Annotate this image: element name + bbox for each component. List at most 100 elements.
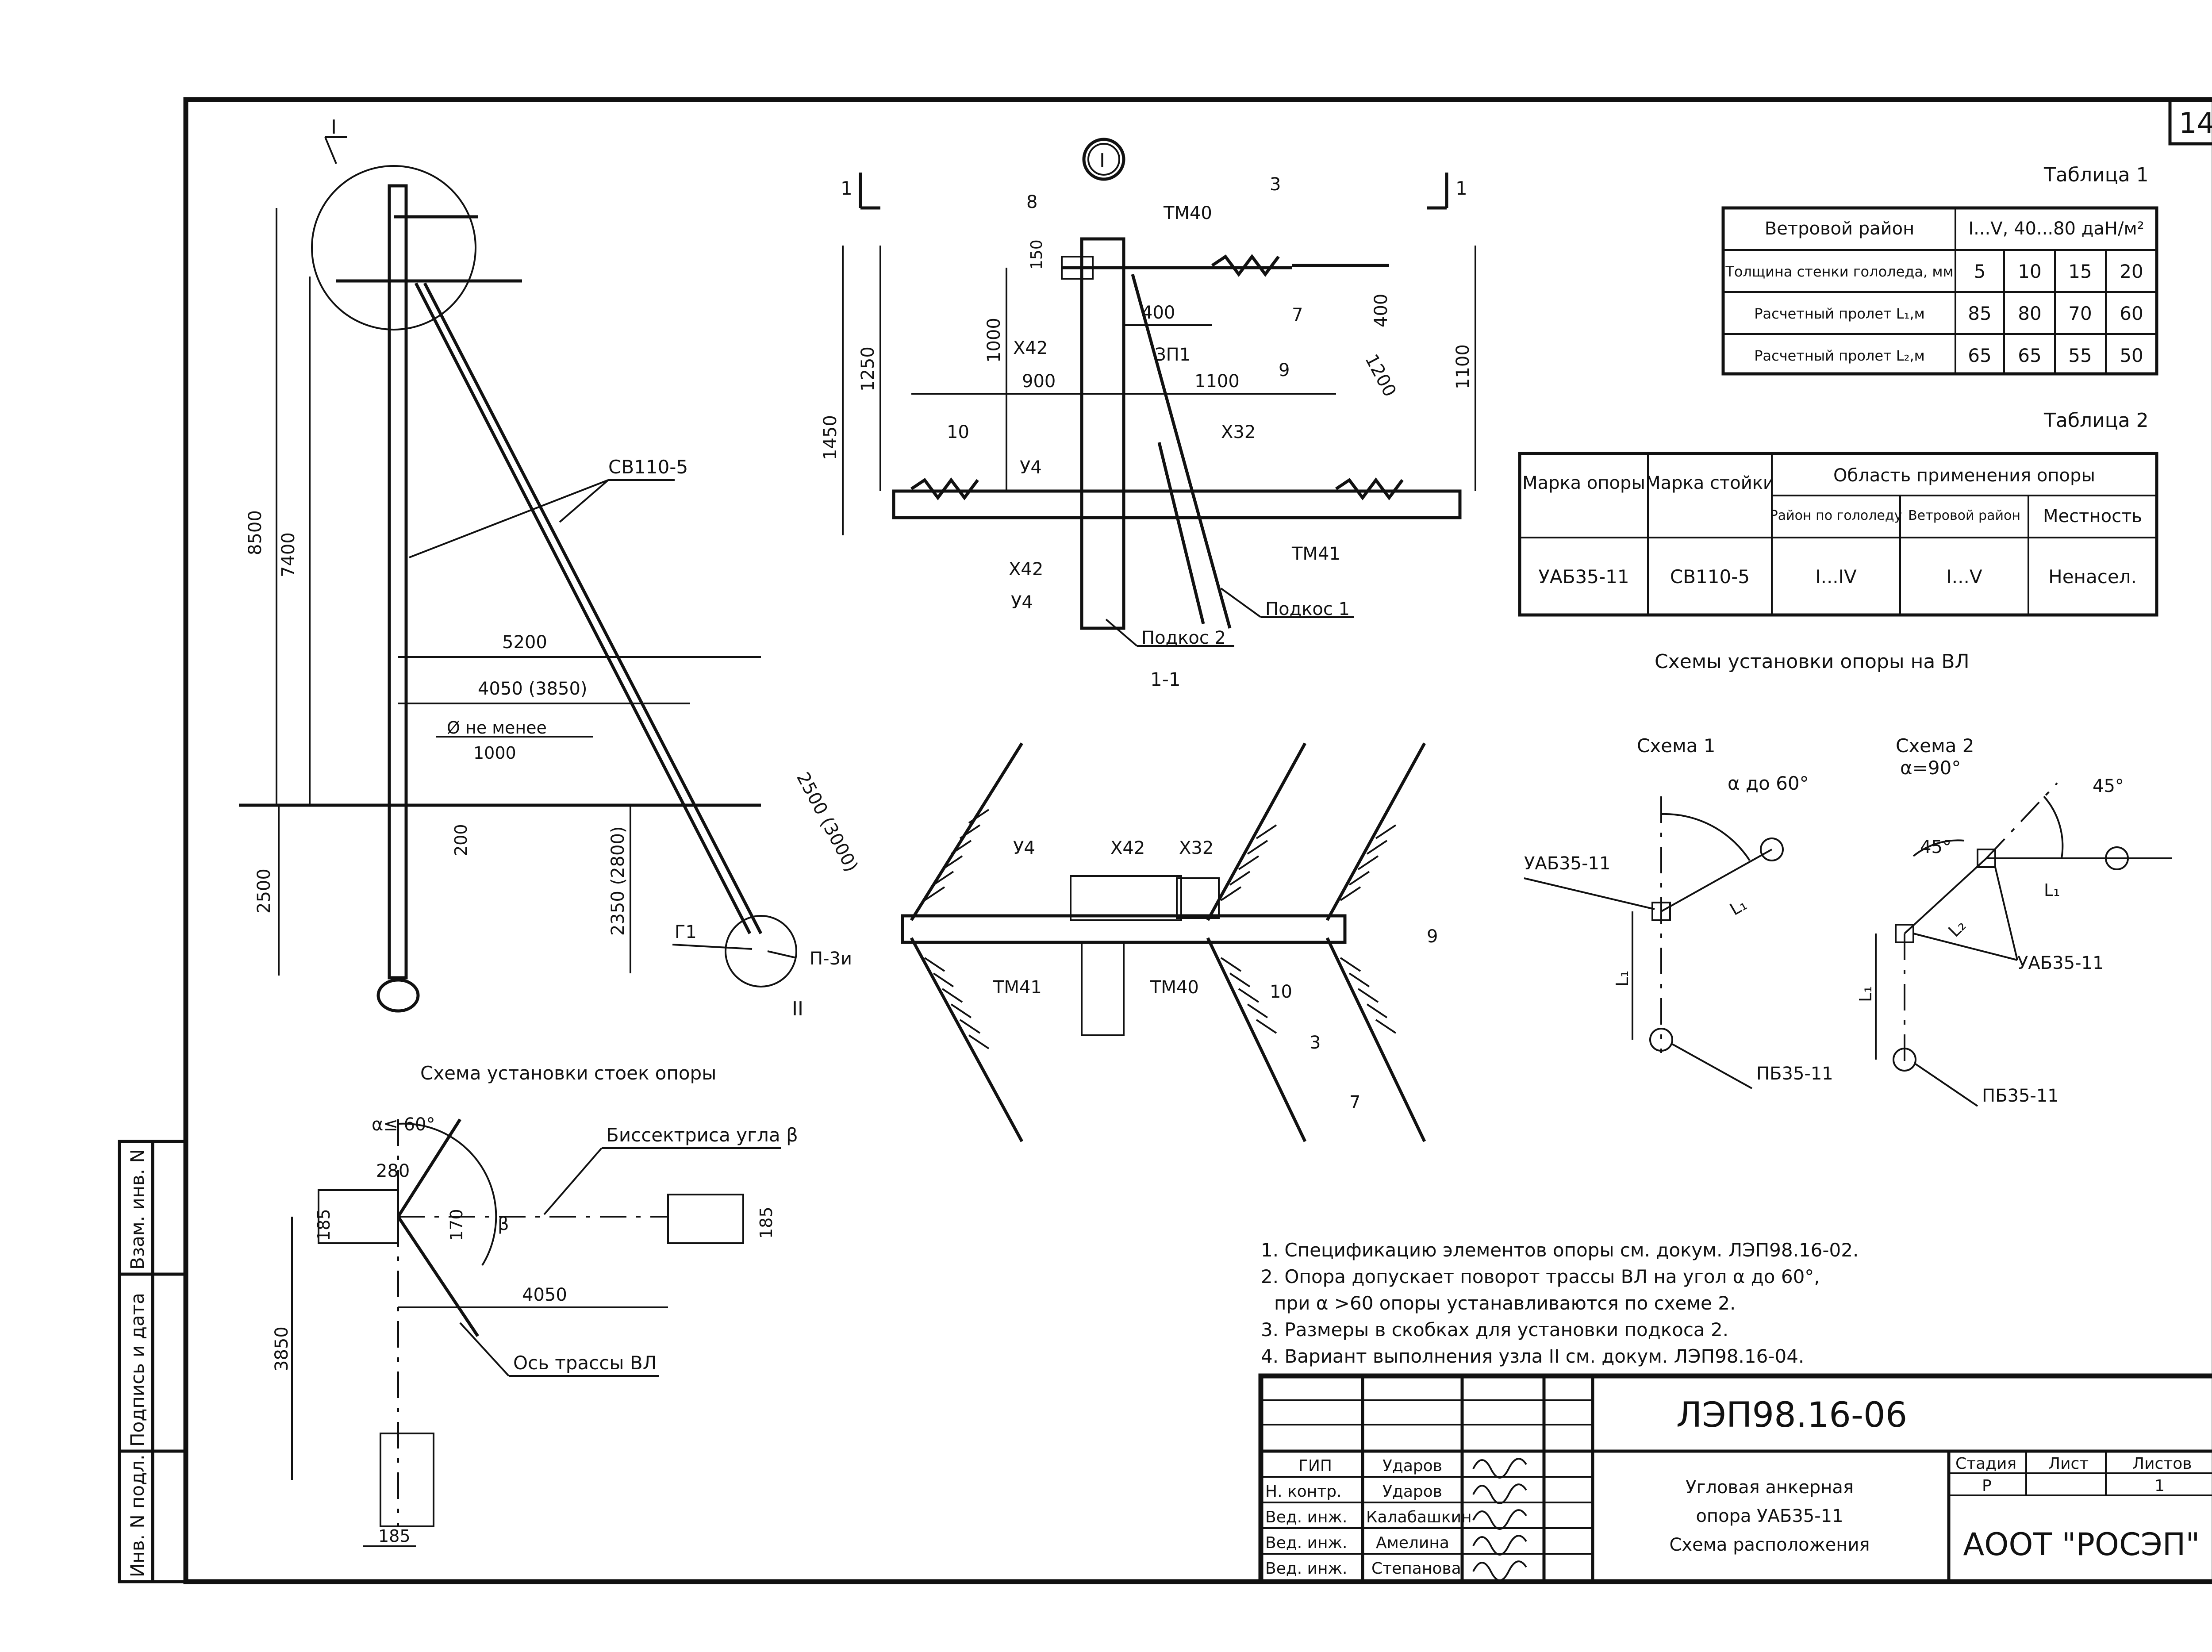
scheme-2-end: ПБ35-11	[1982, 1086, 2059, 1106]
sheets-value: 1	[2154, 1477, 2165, 1495]
table-1-cell: 15	[2068, 261, 2092, 282]
sec-label-3: 3	[1270, 174, 1281, 195]
scheme-2-span-2: L₂	[1944, 916, 1970, 941]
table-1-cell: 65	[2018, 345, 2041, 366]
schemes-title: Схемы установки опоры на ВЛ	[1655, 650, 1970, 673]
table-1-cell: 20	[2120, 261, 2143, 282]
scheme-1-span2: L₁	[1613, 971, 1632, 987]
title-line: Схема расположения	[1669, 1535, 1870, 1555]
sig-role: Н. контр.	[1265, 1483, 1342, 1501]
installation-schemes: Схемы установки опоры на ВЛ Схема 1 α до…	[1524, 650, 2172, 1107]
table-1-cell: 85	[1968, 303, 1991, 324]
sec-dim-1200: 1200	[1361, 351, 1400, 400]
table-1: Таблица 1 Ветровой район I...V, 40...80 …	[1721, 164, 2158, 376]
sec-dim-1250: 1250	[858, 346, 878, 392]
title-line: Угловая анкерная	[1686, 1477, 1854, 1498]
table-1-cell: 65	[1968, 345, 1991, 366]
table-2-sub: Местность	[2043, 506, 2142, 526]
plan-label-tm41: ТМ41	[993, 977, 1042, 998]
note-line: 3. Размеры в скобках для установки подко…	[1261, 1319, 1728, 1341]
cut-left: 1	[841, 177, 853, 199]
cut-right: 1	[1455, 177, 1467, 199]
table-2-caption: Таблица 2	[2043, 409, 2149, 432]
sec-label-u4b: У4	[1011, 592, 1033, 613]
sheets-label: Листов	[2132, 1455, 2192, 1473]
table-1-row-label: Толщина стенки гололеда, мм	[1725, 263, 1953, 280]
table-1-cell: 60	[2120, 303, 2143, 324]
sheet-frame: 14	[183, 97, 2212, 1584]
sec-dim-1100b: 1100	[1453, 344, 1473, 389]
note-line: 4. Вариант выполнения узла II см. докум.…	[1261, 1345, 1804, 1367]
dim-200: 200	[451, 824, 471, 856]
part-p3i: П-3и	[810, 949, 852, 969]
table-2-col2: Марка стойки	[1645, 473, 1774, 493]
sec-label-tm40: ТМ40	[1163, 203, 1212, 223]
dim-1000: 1000	[473, 743, 516, 763]
base-angle: α≤ 60°	[372, 1114, 435, 1135]
sec-dim-900: 900	[1022, 371, 1056, 392]
scheme-2-angle: α=90°	[1900, 757, 1961, 779]
sig-role: Вед. инж.	[1265, 1508, 1347, 1526]
side-stamp-inv: Инв. N подл.	[127, 1455, 148, 1578]
scheme-1-angle: α до 60°	[1728, 772, 1809, 794]
dim-2500: 2500	[254, 868, 274, 914]
table-1-row-label: Расчетный пролет L₁,м	[1754, 305, 1925, 322]
section-caption: 1-1	[1150, 668, 1181, 690]
scheme-1-span: L₁	[1727, 894, 1751, 919]
dim-8500: 8500	[245, 510, 265, 555]
table-1-cell: 50	[2120, 345, 2143, 366]
plan-label-tm40: ТМ40	[1150, 977, 1199, 998]
dim-2350: 2350 (2800)	[608, 826, 628, 936]
sig-name: Ударов	[1382, 1457, 1442, 1475]
dim-2500-3000: 2500 (3000)	[792, 769, 862, 875]
sec-dim-150: 150	[1028, 239, 1046, 270]
sec-label-strut2: Подкос 2	[1141, 628, 1226, 648]
sig-name: Амелина	[1376, 1534, 1449, 1552]
base-dim-170: 170	[447, 1209, 466, 1241]
dim-5200: 5200	[502, 632, 547, 653]
sec-label-x42b: Х42	[1009, 559, 1043, 580]
scheme-1-end: ПБ35-11	[1756, 1064, 1833, 1084]
pole-stand	[388, 184, 408, 980]
table-1-header-label: Ветровой район	[1765, 219, 1915, 239]
table-1-cell: 70	[2068, 303, 2092, 324]
scheme-2-title: Схема 2	[1896, 735, 1974, 757]
dim-7400: 7400	[278, 532, 299, 577]
scheme-2-span-3: L₁	[1856, 986, 1875, 1002]
scheme-2-pole: УАБ35-11	[2017, 953, 2104, 973]
table-1-cell: 5	[1974, 261, 1986, 282]
sec-label-10: 10	[947, 422, 969, 442]
stage-value: Р	[1982, 1477, 1992, 1495]
dim-4050: 4050 (3850)	[478, 679, 588, 699]
sec-dim-400b: 400	[1371, 294, 1391, 327]
sheet-label: Лист	[2048, 1455, 2089, 1473]
sig-name: Калабашкин	[1366, 1508, 1472, 1526]
doc-code: ЛЭП98.16-06	[1676, 1395, 1907, 1435]
node-i-circle	[311, 165, 476, 330]
sec-label-u4a: У4	[1020, 457, 1042, 478]
stage-label: Стадия	[1955, 1455, 2016, 1473]
sec-label-8: 8	[1026, 192, 1037, 212]
sec-label-7: 7	[1292, 305, 1303, 325]
sec-label-x42a: Х42	[1013, 338, 1048, 358]
base-bisector: Биссектриса угла β	[606, 1124, 798, 1146]
table-2-cell: Ненасел.	[2048, 566, 2137, 588]
sig-role: Вед. инж.	[1265, 1560, 1347, 1578]
sec-dim-1000: 1000	[984, 318, 1004, 363]
view-base: α≤ 60° β Биссектриса угла β Ось трассы В…	[272, 1114, 798, 1547]
sec-label-9: 9	[1279, 360, 1290, 380]
note-line: при α >60 опоры устанавливаются по схеме…	[1274, 1292, 1736, 1314]
view-main-caption: Схема установки стоек опоры	[420, 1062, 716, 1084]
view-main: I II 8500 7400 5200 4050 (3850) Ø не мен…	[239, 116, 862, 1084]
sec-label-strut1: Подкос 1	[1265, 599, 1350, 619]
scheme-2-angle-45b: 45°	[1920, 837, 1951, 857]
node-ii-label: II	[792, 998, 803, 1020]
plan-label-10: 10	[1270, 982, 1292, 1002]
base-dim-280: 280	[376, 1161, 410, 1181]
sig-name: Степанова	[1371, 1560, 1461, 1578]
side-stamp: Инв. N подл. Подпись и дата Взам. инв. N	[118, 1140, 188, 1583]
table-2-cell: УАБ35-11	[1538, 566, 1629, 588]
section-node: I	[1099, 150, 1105, 172]
plan-label-3: 3	[1310, 1033, 1321, 1053]
